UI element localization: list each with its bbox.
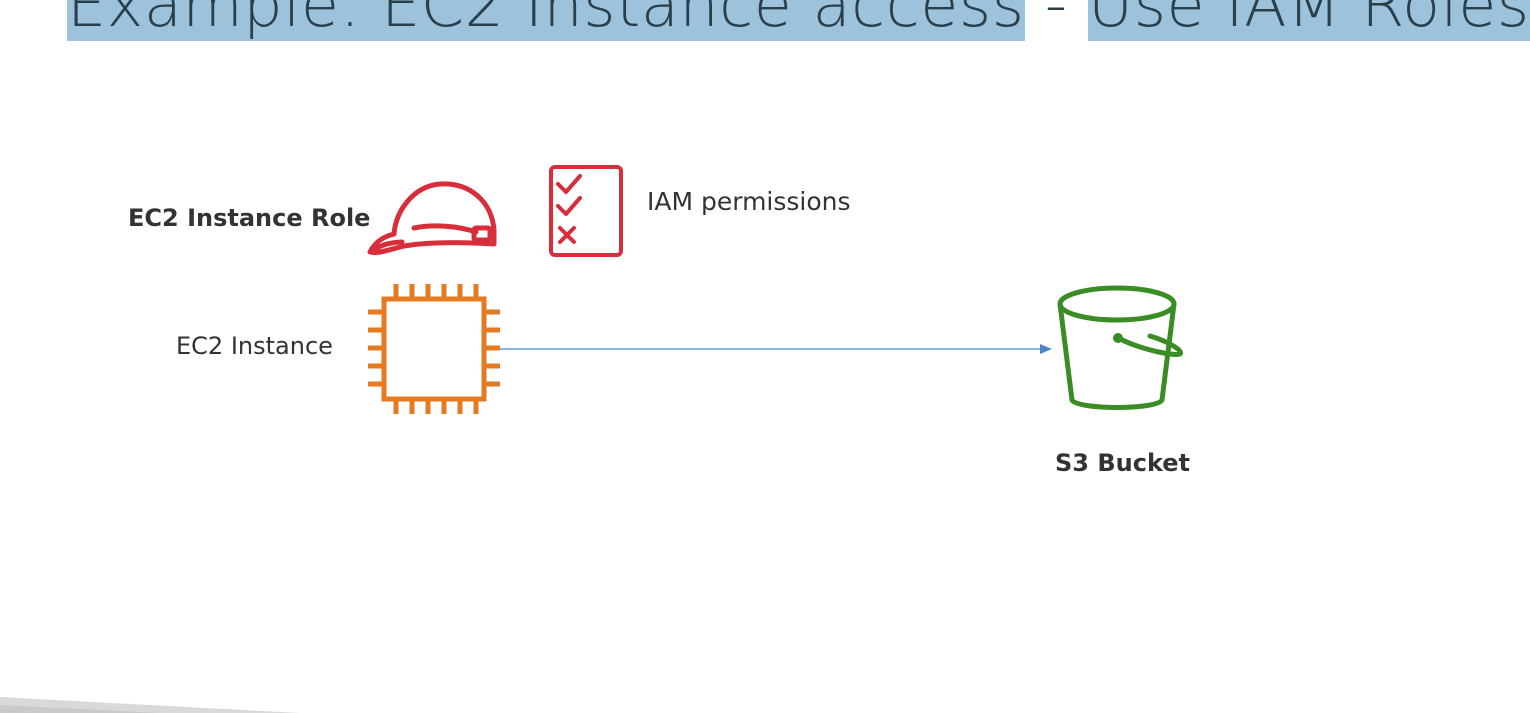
bucket-icon [1057, 285, 1183, 410]
title-part-2: Use IAM Roles [1087, 0, 1530, 41]
slide-title: Example: EC2 Instance access - Use IAM R… [67, 0, 1530, 42]
checklist-icon [549, 165, 623, 257]
access-arrow [500, 344, 1052, 354]
ec2-instance-role-label: EC2 Instance Role [128, 204, 371, 232]
hard-hat-icon [367, 181, 497, 255]
slide-title-area: Example: EC2 Instance access - Use IAM R… [0, 0, 1530, 60]
chip-icon [368, 284, 500, 414]
title-part-1: Example: EC2 Instance access [67, 0, 1025, 41]
s3-bucket-label: S3 Bucket [1055, 449, 1191, 477]
slide-corner-decoration [0, 697, 300, 713]
iam-permissions-label: IAM permissions [647, 187, 851, 216]
ec2-instance-label: EC2 Instance [176, 332, 333, 360]
title-separator: - [1024, 0, 1088, 41]
